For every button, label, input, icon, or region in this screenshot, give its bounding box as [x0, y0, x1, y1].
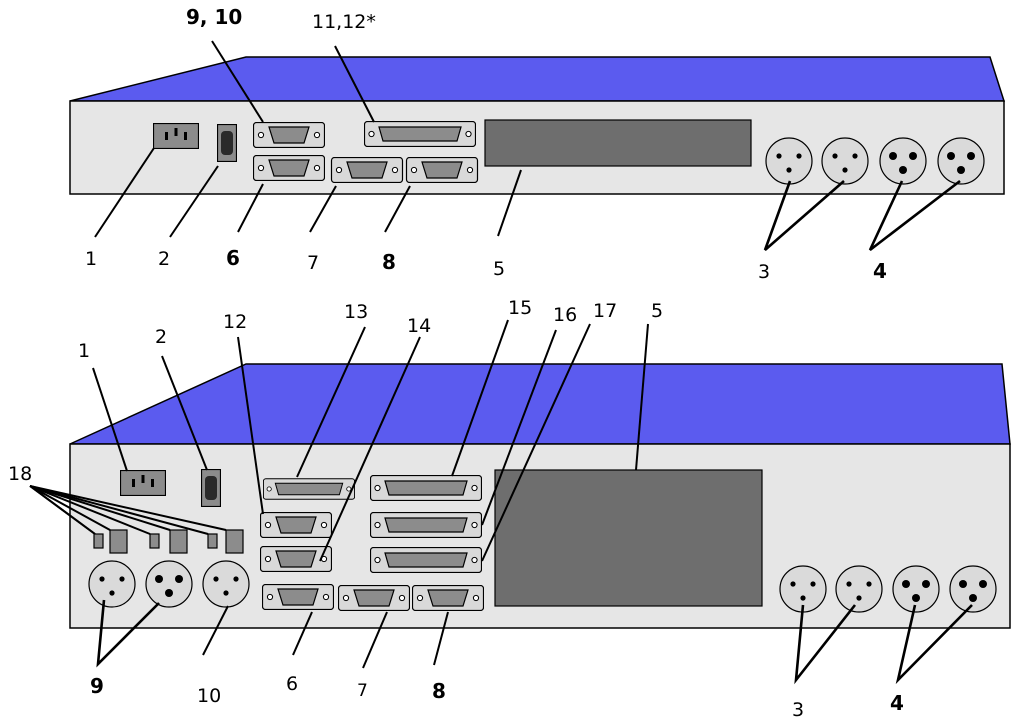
lower-label-18: 18	[8, 463, 32, 485]
upper-label-7: 7	[307, 252, 319, 274]
lower-label-3: 3	[792, 699, 804, 719]
upper-display	[484, 119, 752, 167]
upper-label-9-10: 9, 10	[186, 5, 242, 29]
lower-port-17	[370, 547, 482, 573]
indicator-tab-1	[109, 529, 128, 554]
lower-xlr-4b	[949, 565, 997, 613]
upper-label-4: 4	[873, 259, 887, 283]
lower-display	[494, 469, 763, 607]
lower-power-switch	[201, 469, 221, 507]
upper-label-1: 1	[85, 248, 97, 270]
lower-label-17: 17	[593, 300, 617, 322]
upper-label-6: 6	[226, 246, 240, 270]
indicator-led-1	[93, 533, 104, 549]
lower-label-13: 13	[344, 301, 368, 323]
lower-indicator-group	[93, 529, 244, 554]
lower-xlr-9b	[145, 560, 193, 608]
indicator-tab-3	[225, 529, 244, 554]
upper-label-3: 3	[758, 261, 770, 283]
upper-power-inlet	[153, 123, 199, 149]
indicator-led-3	[207, 533, 218, 549]
lower-xlr-9a	[88, 560, 136, 608]
upper-port-9-10	[253, 122, 325, 148]
lower-unit: 1 2 12 13 14 15 16 17 5 18 9 10 6 7 8 3 …	[8, 297, 1011, 719]
upper-port-11-12	[364, 121, 476, 147]
lower-xlr-4a	[892, 565, 940, 613]
lower-label-2: 2	[155, 326, 167, 348]
upper-label-2: 2	[158, 248, 170, 270]
upper-label-11-12: 11,12*	[312, 11, 376, 33]
upper-xlr-3a	[765, 137, 813, 185]
lower-port-6	[262, 584, 334, 610]
upper-xlr-3b	[821, 137, 869, 185]
lower-label-8: 8	[432, 679, 446, 703]
lower-xlr-10	[202, 560, 250, 608]
lower-label-12: 12	[223, 311, 247, 333]
upper-port-7	[330, 157, 404, 183]
lower-power-inlet	[120, 470, 166, 496]
lower-port-12	[260, 512, 332, 538]
upper-xlr-4b	[937, 137, 985, 185]
upper-leader-lines	[94, 40, 961, 252]
upper-xlr-4a	[879, 137, 927, 185]
lower-port-8	[412, 585, 484, 611]
lower-label-16: 16	[553, 304, 577, 326]
upper-label-8: 8	[382, 250, 396, 274]
lower-label-7: 7	[357, 681, 368, 701]
lower-label-6: 6	[286, 673, 298, 695]
lower-leader-lines	[29, 319, 973, 685]
upper-label-5: 5	[493, 258, 505, 280]
lower-label-4: 4	[890, 691, 904, 715]
lower-label-1: 1	[78, 340, 90, 362]
upper-unit: 1 2 6 7 8 5 3 4 9, 10 11,12*	[69, 5, 1006, 283]
upper-power-switch	[217, 124, 237, 162]
lower-label-5: 5	[651, 300, 663, 322]
upper-port-6	[253, 155, 325, 181]
lower-port-16	[370, 512, 482, 538]
lower-label-14: 14	[407, 315, 431, 337]
lower-label-9: 9	[90, 674, 104, 698]
lower-xlr-3b	[835, 565, 883, 613]
lower-port-13	[263, 478, 355, 500]
indicator-led-2	[149, 533, 160, 549]
lower-label-15: 15	[508, 297, 532, 319]
lower-label-10: 10	[197, 685, 221, 707]
upper-chassis-top	[69, 56, 1006, 102]
lower-port-15	[370, 475, 482, 501]
indicator-tab-2	[169, 529, 188, 554]
lower-port-7	[338, 585, 410, 611]
upper-port-8	[405, 157, 479, 183]
